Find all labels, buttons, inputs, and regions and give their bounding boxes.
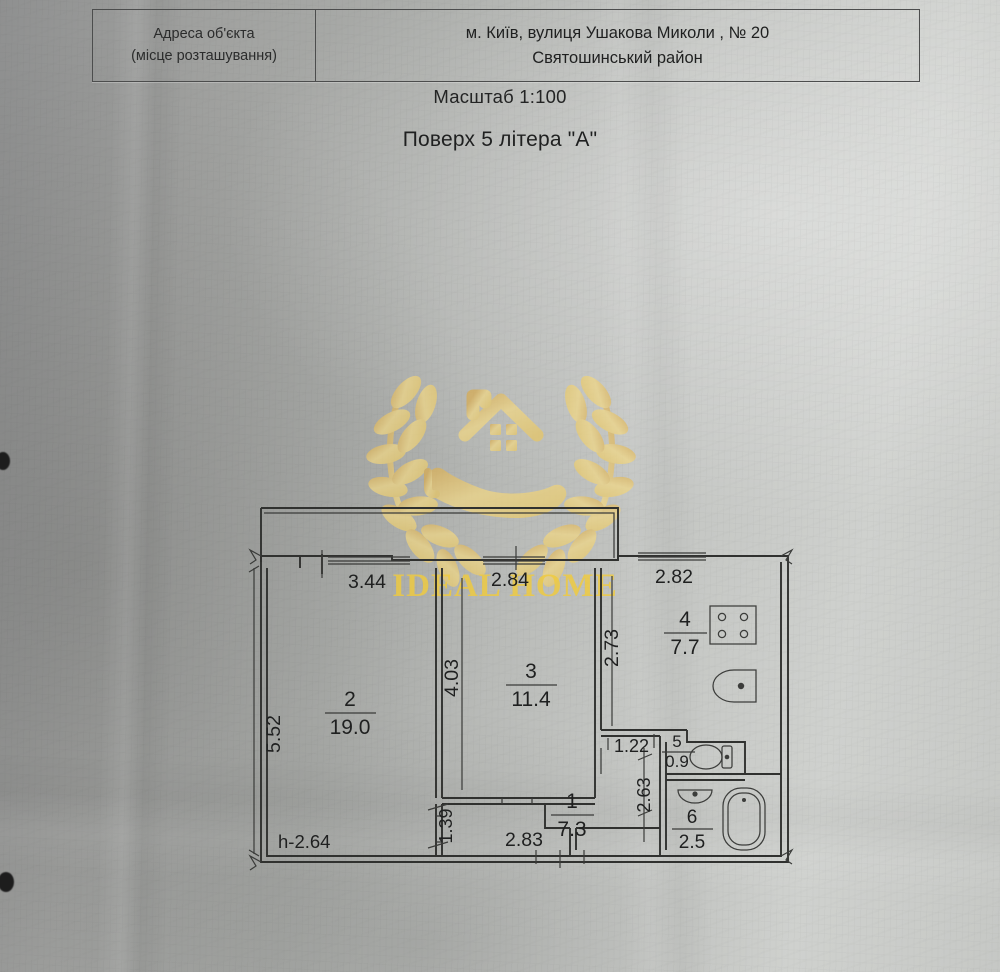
- header-label-line1: Адреса об'єкта: [153, 26, 255, 43]
- room-number-4: 4: [679, 608, 691, 631]
- room-area-2: 19.0: [330, 716, 371, 739]
- dim-3-44: 3.44: [348, 571, 386, 593]
- room-label-1: 1 7.3: [551, 790, 594, 841]
- header-label-line2: (місце розташування): [131, 47, 277, 64]
- room-area-1: 7.3: [557, 818, 586, 841]
- room-area-5: 0.9: [665, 752, 689, 771]
- room-label-4: 4 7.7: [664, 608, 707, 659]
- kitchen-sink-icon: [712, 669, 757, 703]
- header-label-cell: Адреса об'єкта (місце розташування): [93, 10, 316, 81]
- room-label-5: 5 0.9: [662, 732, 695, 771]
- dim-2-82: 2.82: [655, 566, 693, 588]
- window-room-4: [638, 552, 706, 561]
- ceiling-height-note: h-2.64: [278, 831, 330, 852]
- internal-walls: [435, 568, 781, 856]
- stove-icon: [709, 605, 757, 645]
- window-room-3: [483, 556, 545, 565]
- room-area-3: 11.4: [511, 688, 551, 711]
- door-openings: [436, 748, 661, 843]
- bathtub-icon: [722, 787, 766, 851]
- dim-2-84: 2.84: [491, 569, 529, 591]
- floor-plan-drawing: 3.44 2.84 2.82 5.52 4.03 2.73 1.22 2.63 …: [240, 498, 794, 888]
- room-number-6: 6: [687, 807, 698, 828]
- wash-basin-icon: [677, 789, 713, 804]
- edge-smudge-bottom: [0, 872, 14, 892]
- apartment-outer-walls: [260, 555, 789, 863]
- room-number-5: 5: [672, 732, 681, 751]
- dim-1-39: 1.39: [436, 808, 456, 843]
- scale-text: Масштаб 1:100: [433, 86, 567, 107]
- address-line2: Святошинський район: [532, 48, 703, 67]
- dim-2-83: 2.83: [505, 829, 543, 851]
- room-label-3: 3 11.4: [506, 660, 557, 711]
- balcony: [260, 507, 619, 562]
- toilet-bowl-icon: [689, 744, 733, 770]
- dimension-lines: [248, 546, 794, 871]
- dim-4-03: 4.03: [441, 659, 463, 697]
- address-line1: м. Київ, вулиця Ушакова Миколи , № 20: [465, 23, 770, 42]
- room-label-2: 2 19.0: [325, 688, 376, 739]
- header-address-cell: м. Київ, вулиця Ушакова Миколи , № 20 Св…: [316, 10, 919, 81]
- room-number-2: 2: [344, 688, 356, 711]
- dim-5-52: 5.52: [263, 715, 285, 753]
- room-number-3: 3: [525, 660, 537, 683]
- window-room-2: [299, 554, 410, 574]
- room-number-1: 1: [566, 790, 578, 813]
- room-area-4: 7.7: [670, 636, 699, 659]
- dim-2-73: 2.73: [601, 629, 623, 667]
- floor-title-text: Поверх 5 літера "А": [402, 128, 598, 151]
- edge-smudge-top: [0, 452, 10, 470]
- dim-2-63: 2.63: [634, 777, 654, 812]
- header-table: Адреса об'єкта (місце розташування) м. К…: [92, 9, 920, 82]
- room-label-6: 6 2.5: [672, 807, 713, 853]
- dim-1-22: 1.22: [614, 736, 649, 756]
- room-area-6: 2.5: [679, 832, 705, 853]
